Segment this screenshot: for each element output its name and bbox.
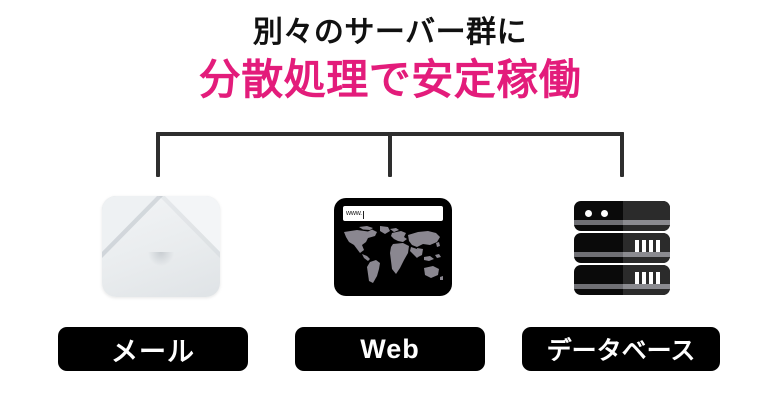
envelope-icon: [102, 196, 220, 297]
label-button-web[interactable]: Web: [295, 327, 485, 371]
database-icon-area: [492, 190, 752, 302]
envelope-flap-tip-shadow: [148, 252, 174, 266]
server-drive-bays-icon: [635, 272, 660, 284]
server-unit-right-panel: [623, 265, 670, 295]
server-unit-stripe: [574, 252, 670, 257]
server-led-icon: [585, 210, 592, 217]
server-unit-right-panel: [623, 233, 670, 263]
web-icon-area: www.: [260, 190, 520, 302]
server-unit-middle: [574, 233, 670, 263]
label-button-database[interactable]: データベース: [522, 327, 720, 371]
browser-url-bar[interactable]: www.: [343, 206, 443, 221]
node-web: www.: [260, 190, 520, 380]
server-stack-icon: [574, 201, 670, 296]
envelope-flap-sheet: [102, 196, 220, 293]
server-unit-stripe-light: [623, 284, 670, 289]
server-unit-stripe: [574, 220, 670, 225]
node-database: データベース: [492, 190, 752, 380]
server-unit-right-panel: [623, 201, 670, 231]
node-mail: メール: [28, 190, 288, 380]
connector-branch-database: [620, 132, 624, 177]
server-unit-stripe-light: [623, 220, 670, 225]
server-unit-bottom: [574, 265, 670, 295]
mail-icon-area: [28, 190, 288, 302]
connector-bracket: [0, 130, 780, 182]
server-unit-top: [574, 201, 670, 231]
world-map-icon: [342, 225, 444, 288]
connector-branch-mail: [156, 132, 160, 177]
browser-url-text: www.: [346, 210, 362, 217]
text-cursor-icon: [362, 210, 364, 219]
title-line-2-accent: 分散処理で安定稼働: [198, 56, 582, 103]
label-button-mail[interactable]: メール: [58, 327, 248, 371]
server-drive-bays-icon: [635, 240, 660, 252]
server-unit-stripe-light: [623, 252, 670, 257]
server-unit-stripe: [574, 284, 670, 289]
title-line-1: 別々のサーバー群に: [252, 16, 528, 49]
server-led-icon: [601, 210, 608, 217]
connector-branch-web: [388, 132, 392, 177]
browser-window-icon: www.: [334, 198, 452, 296]
title-block: 別々のサーバー群に 分散処理で安定稼働: [0, 14, 780, 106]
